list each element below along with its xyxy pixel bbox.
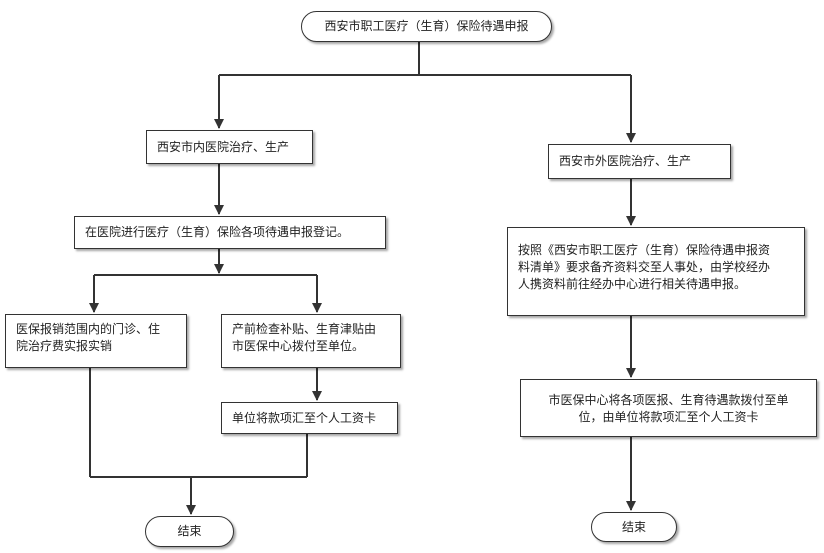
transfer-label: 单位将款项汇至个人工资卡 xyxy=(232,410,377,425)
payout-node: 市医保中心将各项医报、生育待遇款拨付至单 位，由单位将款项汇至个人工资卡 xyxy=(520,379,817,437)
right-branch-label: 西安市外医院治疗、生产 xyxy=(559,154,692,168)
right-end-label: 结束 xyxy=(621,519,646,534)
left-branch-label: 西安市内医院治疗、生产 xyxy=(157,139,290,154)
payout-label: 市医保中心将各项医报、生育待遇款拨付至单 位，由单位将款项汇至个人工资卡 xyxy=(548,393,789,424)
right-branch-node: 西安市外医院治疗、生产 xyxy=(548,144,731,179)
reimburse-label: 医保报销范围内的门诊、住 院治疗费实报实销 xyxy=(16,322,161,353)
register-label: 在医院进行医疗（生育）保险各项待遇申报登记。 xyxy=(85,225,350,239)
left-end-node: 结束 xyxy=(145,516,234,547)
materials-node: 按照《西安市职工医疗（生育）保险待遇申报资 料清单》要求备齐资料交至人事处，由学… xyxy=(507,227,805,316)
right-end-node: 结束 xyxy=(591,512,677,542)
transfer-node: 单位将款项汇至个人工资卡 xyxy=(221,402,398,434)
subsidy-label: 产前检查补贴、生育津贴由 市医保中心拨付至单位。 xyxy=(232,322,377,353)
left-branch-node: 西安市内医院治疗、生产 xyxy=(146,130,313,164)
left-end-label: 结束 xyxy=(177,524,202,538)
start-node-label: 西安市职工医疗（生育）保险待遇申报 xyxy=(324,19,529,33)
reimburse-node: 医保报销范围内的门诊、住 院治疗费实报实销 xyxy=(5,314,187,368)
register-node: 在医院进行医疗（生育）保险各项待遇申报登记。 xyxy=(74,216,386,249)
start-node: 西安市职工医疗（生育）保险待遇申报 xyxy=(301,11,552,42)
materials-label: 按照《西安市职工医疗（生育）保险待遇申报资 料清单》要求备齐资料交至人事处，由学… xyxy=(518,243,771,291)
subsidy-node: 产前检查补贴、生育津贴由 市医保中心拨付至单位。 xyxy=(221,314,401,368)
